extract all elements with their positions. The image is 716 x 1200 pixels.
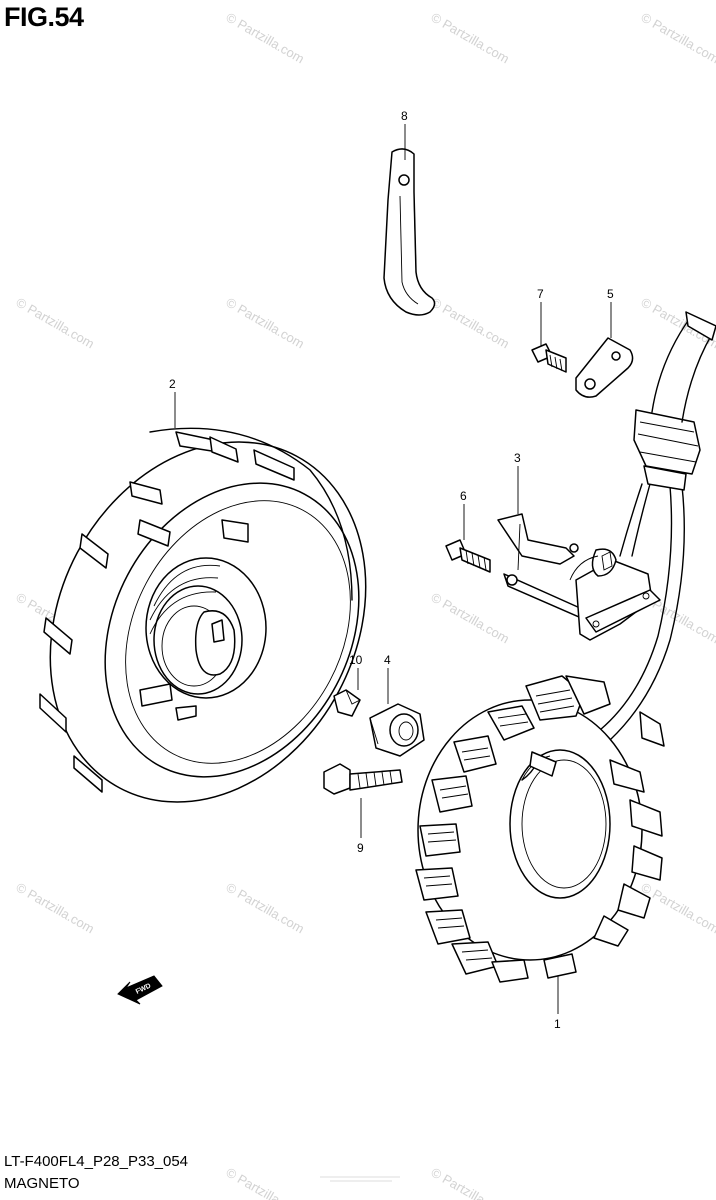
figure-code: LT-F400FL4_P28_P33_054 — [4, 1153, 189, 1170]
watermark-text: © Partzilla.com — [224, 1165, 307, 1200]
callout-8: 8 — [401, 109, 408, 123]
callout-10: 10 — [349, 653, 363, 667]
woodruff-key — [333, 689, 361, 717]
flywheel-rotor — [39, 427, 367, 803]
watermark-text: © Partzilla.com — [429, 10, 512, 67]
watermark-text: © Partzilla.com — [429, 590, 512, 647]
fine-print-mark — [320, 1176, 400, 1182]
bolt-small — [531, 343, 567, 373]
bolt-bracket — [445, 539, 491, 573]
watermark-text: © Partzilla.com — [224, 10, 307, 67]
pickup-coil-and-harness — [549, 311, 716, 765]
plate-holder — [575, 337, 634, 398]
watermark-text: © Partzilla.com — [224, 880, 307, 937]
flywheel-bolt — [323, 763, 403, 795]
fwd-arrow-marker: FWD — [117, 975, 163, 1005]
watermark-text: © Partzilla.com — [14, 880, 97, 937]
callout-5: 5 — [607, 287, 614, 301]
callout-1: 1 — [554, 1017, 561, 1031]
callout-9: 9 — [357, 841, 364, 855]
callout-3: 3 — [514, 451, 521, 465]
watermark-text: © Partzilla.com — [639, 880, 716, 937]
stator — [415, 675, 665, 983]
watermark-text: © Partzilla.com — [14, 295, 97, 352]
bracket — [497, 513, 587, 621]
callout-2: 2 — [169, 377, 176, 391]
watermark-text: © Partzilla.com — [429, 295, 512, 352]
callout-numbers: 2 8 7 5 3 6 10 4 9 1 — [169, 109, 614, 1031]
figure-name: MAGNETO — [4, 1175, 80, 1192]
cable-clamp — [383, 148, 436, 316]
watermark-text: © Partzilla.com — [639, 10, 716, 67]
watermark-text: © Partzilla.com — [429, 1165, 512, 1200]
callout-4: 4 — [384, 653, 391, 667]
callout-6: 6 — [460, 489, 467, 503]
watermark-text: © Partzilla.com — [224, 295, 307, 352]
figure-title: FIG.54 — [4, 2, 84, 32]
leader-lines — [174, 124, 612, 1014]
nut — [369, 703, 425, 757]
callout-7: 7 — [537, 287, 544, 301]
